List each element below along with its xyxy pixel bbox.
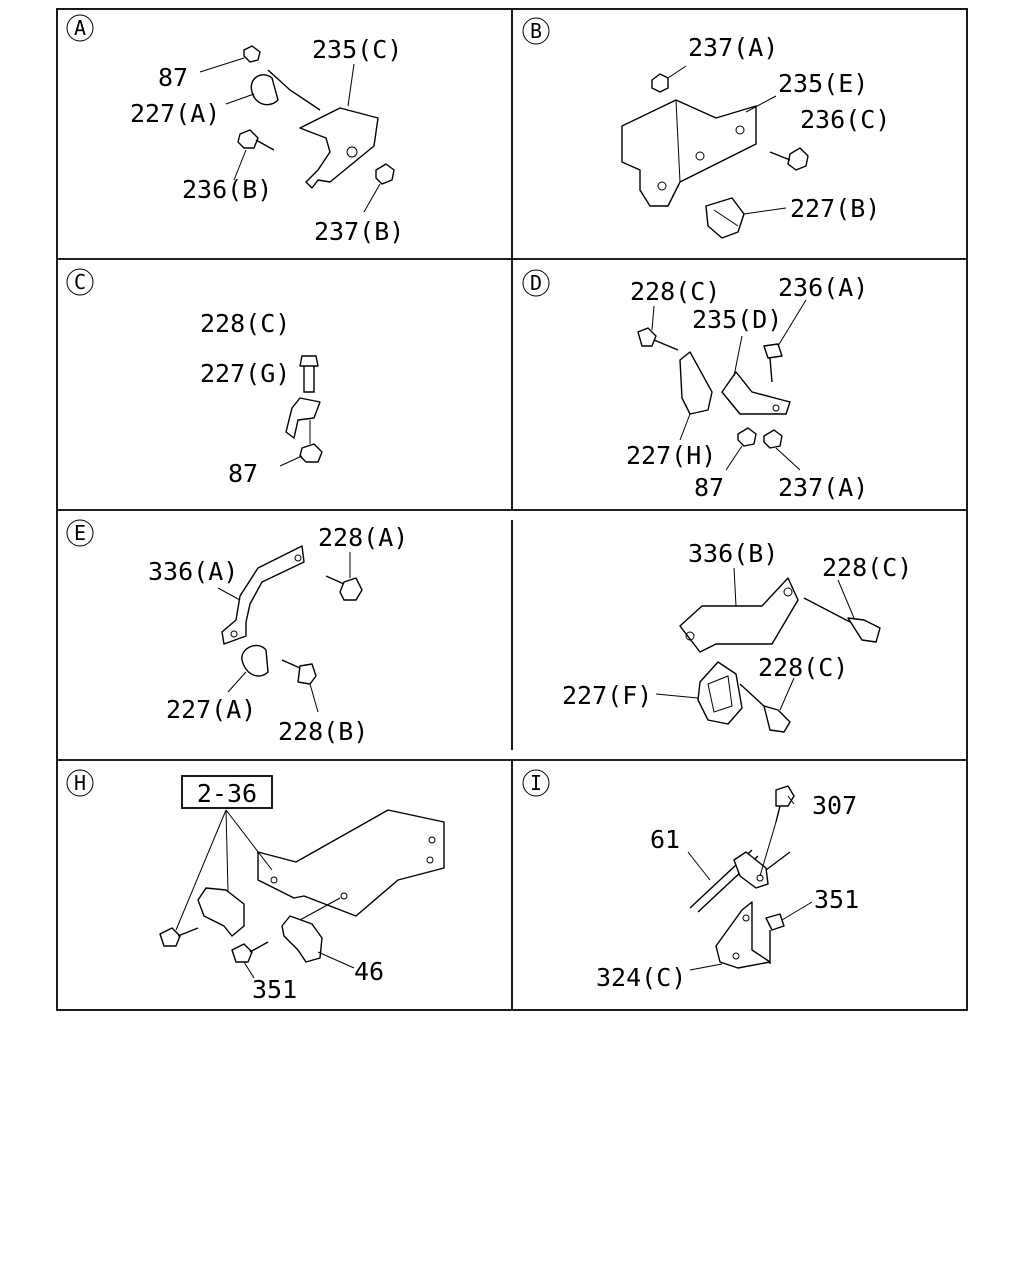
label-235e: 235(E): [778, 69, 868, 98]
bolt-h-upper: [159, 927, 199, 947]
label-87: 87: [158, 63, 188, 92]
grid-frame: [56, 8, 968, 1011]
bracket-h: [257, 809, 445, 917]
label-235c: 235(C): [312, 35, 402, 64]
bolt-351-i: [765, 913, 785, 964]
nut-237a: [651, 73, 669, 93]
bolt-228c-d: [637, 327, 679, 351]
svg-text:2-36: 2-36: [197, 779, 257, 808]
label-237b: 237(B): [314, 217, 404, 246]
label-227h: 227(H): [626, 441, 716, 470]
label-227a-e: 227(A): [166, 695, 256, 724]
label-236c: 236(C): [800, 105, 890, 134]
clip-46: [281, 915, 323, 963]
svg-text:C: C: [74, 270, 86, 294]
bracket-336a: [221, 545, 305, 645]
clip-227a-e: [241, 644, 269, 677]
label-228c-d: 228(C): [630, 277, 720, 306]
svg-text:B: B: [530, 19, 542, 43]
svg-text:A: A: [74, 16, 86, 40]
bolt-236a: [763, 343, 783, 383]
clip-227f: [697, 661, 743, 725]
panel-letter-c: C: [66, 268, 94, 296]
nut-87-c: [299, 443, 323, 463]
nut-87-d: [737, 427, 757, 447]
clamp-i: [733, 851, 769, 889]
panel-letter-b: B: [522, 17, 550, 45]
bracket-336b: [679, 577, 799, 653]
panel-letter-a: A: [66, 14, 94, 42]
bracket-324c: [715, 901, 771, 969]
clip-h-upper: [197, 887, 245, 937]
label-228b: 228(B): [278, 717, 368, 746]
nut-237b: [375, 163, 395, 185]
panel-letter-e: E: [66, 519, 94, 547]
bolt-228c-f2: [739, 683, 791, 733]
bracket-235e: [621, 99, 757, 207]
reference-box-2-36: 2-36: [181, 775, 273, 809]
panel-a: A 87 227(A) 235(C) 236(B) 237(B): [66, 14, 404, 246]
panel-letter-i: I: [522, 769, 550, 797]
nut-87: [243, 45, 261, 63]
clip-227b: [705, 197, 745, 239]
label-228c-f1: 228(C): [822, 553, 912, 582]
label-228c-f2: 228(C): [758, 653, 848, 682]
clip-227a: [250, 74, 279, 106]
bolt-351: [231, 941, 269, 963]
panel-i: I 307 61 351 324(C): [522, 769, 859, 992]
label-87-c: 87: [228, 459, 258, 488]
label-87-d: 87: [694, 473, 724, 502]
panel-letter-h: H: [66, 769, 94, 797]
label-228a: 228(A): [318, 523, 408, 552]
label-351-h: 351: [252, 975, 297, 1004]
label-236b: 236(B): [182, 175, 272, 204]
panel-d: D 228(C) 236(A) 235(D) 227(H) 87 237(A: [522, 269, 868, 502]
label-227b: 227(B): [790, 194, 880, 223]
panel-e: E 336(A) 228(A) 227(A) 228(B): [66, 519, 408, 746]
svg-text:H: H: [74, 771, 86, 795]
label-227g: 227(G): [200, 359, 290, 388]
clip-227g: [285, 397, 321, 439]
label-227f: 227(F): [562, 681, 652, 710]
clip-227h: [679, 351, 713, 415]
label-46: 46: [354, 957, 384, 986]
bolt-228a: [325, 575, 363, 601]
label-228c: 228(C): [200, 309, 290, 338]
bolt-228c-f1: [803, 597, 881, 643]
bracket-235d: [721, 371, 791, 415]
bolt-236b: [237, 129, 275, 151]
label-236a: 236(A): [778, 273, 868, 302]
label-227a: 227(A): [130, 99, 220, 128]
bolt-228b: [281, 659, 317, 685]
bolt-236c: [769, 147, 809, 171]
label-237a: 237(A): [688, 33, 778, 62]
label-336a: 336(A): [148, 557, 238, 586]
bracket-235c: [299, 107, 379, 189]
label-351-i: 351: [814, 885, 859, 914]
label-237a-d: 237(A): [778, 473, 868, 502]
panel-f: 336(B) 228(C) 227(F) 228(C): [562, 539, 912, 733]
panel-letter-d: D: [522, 269, 550, 297]
svg-text:D: D: [530, 271, 542, 295]
label-336b: 336(B): [688, 539, 778, 568]
svg-text:E: E: [74, 521, 86, 545]
panel-c: C 228(C) 227(G) 87: [66, 268, 323, 488]
bolt-228c: [299, 355, 319, 393]
label-324c: 324(C): [596, 963, 686, 992]
label-235d: 235(D): [692, 305, 782, 334]
panel-b: B 237(A) 235(E) 236(C) 227(B): [522, 17, 890, 239]
svg-text:I: I: [530, 771, 542, 795]
panel-h: H 2-36 351 46: [66, 769, 445, 1004]
label-307: 307: [812, 791, 857, 820]
label-61: 61: [650, 825, 680, 854]
bolt-307: [775, 785, 795, 823]
nut-237a-d: [763, 429, 783, 449]
